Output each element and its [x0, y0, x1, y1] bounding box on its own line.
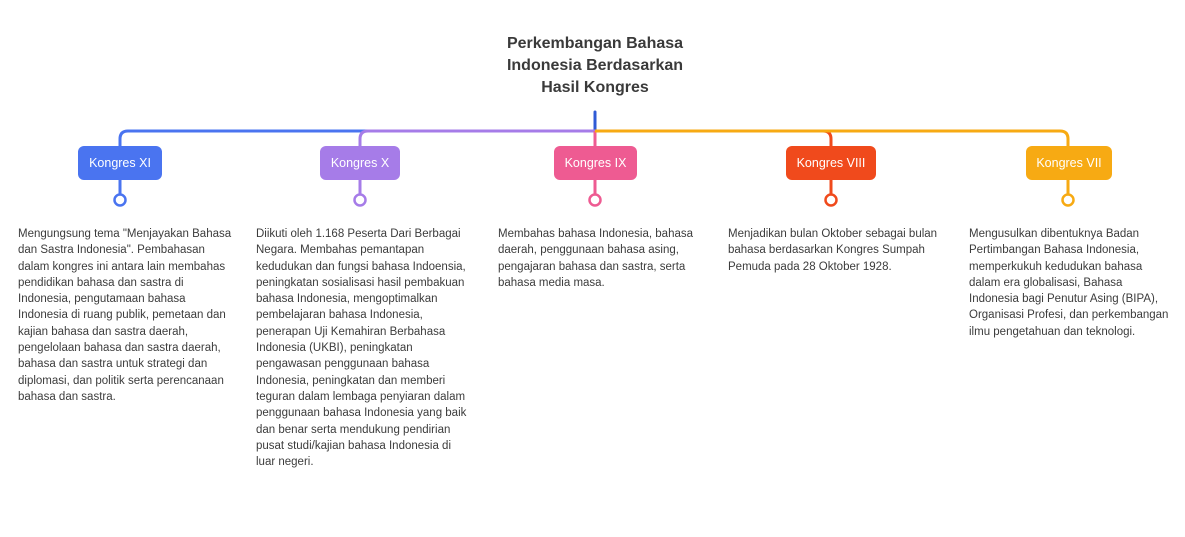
node-kongres-xi[interactable]: Kongres XI [78, 146, 162, 180]
connector-dot-kongres-x [353, 193, 367, 207]
connector-dot-kongres-xi [113, 193, 127, 207]
connector-dot-kongres-viii [824, 193, 838, 207]
connector-dot-kongres-vii [1061, 193, 1075, 207]
node-kongres-x[interactable]: Kongres X [320, 146, 400, 180]
branch-line-kongres-x [358, 129, 595, 147]
branch-line-kongres-viii [595, 129, 833, 147]
node-kongres-ix[interactable]: Kongres IX [554, 146, 637, 180]
description-kongres-xi: Mengungsung tema "Menjayakan Bahasa dan … [18, 228, 232, 403]
description-kongres-x: Diikuti oleh 1.168 Peserta Dari Berbagai… [256, 228, 467, 469]
description-kongres-viii: Menjadikan bulan Oktober sebagai bulan b… [728, 228, 938, 273]
node-kongres-viii[interactable]: Kongres VIII [786, 146, 876, 180]
branch-line-kongres-xi [118, 129, 595, 147]
description-kongres-vii: Mengusulkan dibentuknya Badan Pertimbang… [969, 228, 1169, 338]
diagram-title: Perkembangan Bahasa Indonesia Berdasarka… [506, 35, 684, 96]
description-kongres-ix: Membahas bahasa Indonesia, bahasa daerah… [498, 228, 694, 289]
connector-dot-kongres-ix [588, 193, 602, 207]
branch-line-kongres-vii [595, 129, 1070, 147]
node-kongres-vii[interactable]: Kongres VII [1026, 146, 1112, 180]
